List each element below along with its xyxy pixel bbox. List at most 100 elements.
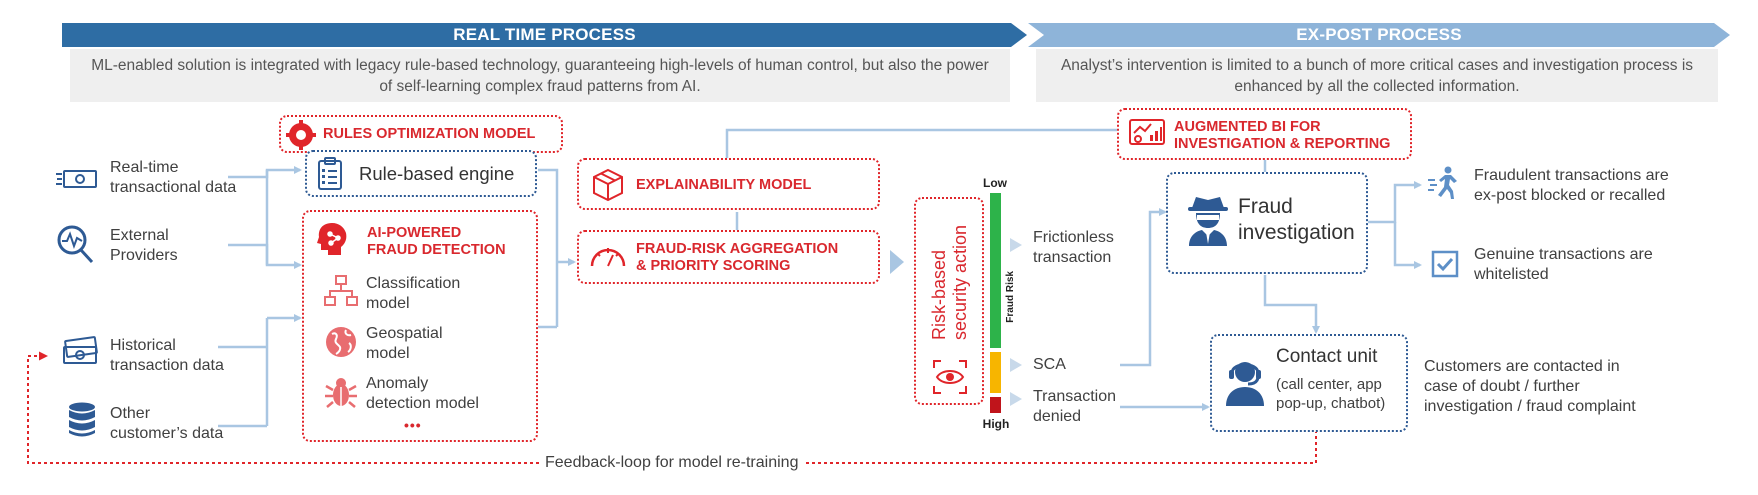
- external-providers-label: External Providers: [110, 226, 178, 266]
- historical-data-line1: Historical: [110, 337, 176, 354]
- gauge-yellow-segment: [990, 352, 1001, 393]
- realtime-data-line2: transactional data: [110, 179, 237, 196]
- real-time-title: REAL TIME PROCESS: [453, 25, 636, 44]
- denied-label: Transaction denied: [1033, 387, 1116, 427]
- money-icon: [56, 165, 98, 193]
- fraud-risk-aggregation: FRAUD-RISK AGGREGATION & PRIORITY SCORIN…: [577, 230, 880, 284]
- other-data-label: Other customer’s data: [110, 404, 223, 444]
- ex-post-process-banner: EX-POST PROCESS: [1028, 23, 1730, 47]
- genuine-line2: whitelisted: [1474, 266, 1549, 283]
- anomaly-line2: detection model: [366, 395, 479, 412]
- real-time-description-text: ML-enabled solution is integrated with l…: [91, 56, 989, 95]
- historical-data-line2: transaction data: [110, 357, 224, 374]
- augmented-bi: AUGMENTED BI FOR INVESTIGATION & REPORTI…: [1117, 108, 1412, 160]
- customers-contacted-note: Customers are contacted in case of doubt…: [1424, 357, 1636, 417]
- aggregation-label: FRAUD-RISK AGGREGATION & PRIORITY SCORIN…: [636, 241, 838, 275]
- fraud-risk-axis: Fraud Risk: [1002, 262, 1018, 332]
- other-data-line2: customer’s data: [110, 425, 224, 442]
- rules-optimization-label: RULES OPTIMIZATION MODEL: [323, 126, 536, 142]
- classification-line2: model: [366, 295, 410, 312]
- eye-scan-icon: [932, 359, 968, 400]
- customers-line2: case of doubt / further: [1424, 378, 1580, 395]
- risk-based-security-action: Risk-based security action: [914, 197, 984, 405]
- denied-line2: denied: [1033, 408, 1082, 425]
- anomaly-line1: Anomaly: [366, 375, 429, 392]
- gauge-green-segment: [990, 193, 1001, 348]
- other-data-line1: Other: [110, 405, 151, 422]
- ai-title-line2: FRAUD DETECTION: [367, 242, 506, 258]
- explainability-model: EXPLAINABILITY MODEL: [577, 158, 880, 210]
- external-providers-line2: Providers: [110, 247, 178, 264]
- ai-head-icon: [316, 222, 348, 261]
- external-providers-line1: External: [110, 227, 169, 244]
- geospatial-model-label: Geospatial model: [366, 324, 443, 364]
- aggregation-line2: & PRIORITY SCORING: [636, 258, 791, 274]
- contact-unit-channels: (call center, app pop-up, chatbot): [1276, 375, 1385, 413]
- historical-data-label: Historical transaction data: [110, 336, 224, 376]
- ai-fraud-detection: AI-POWERED FRAUD DETECTION Classificatio…: [302, 210, 538, 442]
- classification-line1: Classification: [366, 275, 461, 292]
- checklist-icon: [317, 157, 343, 196]
- geospatial-line2: model: [366, 345, 410, 362]
- checkbox-icon: [1431, 250, 1459, 283]
- anomaly-model-label: Anomaly detection model: [366, 374, 479, 414]
- augmented-line2: INVESTIGATION & REPORTING: [1174, 136, 1391, 152]
- running-person-icon: [1428, 166, 1458, 205]
- realtime-data-line1: Real-time: [110, 159, 179, 176]
- database-icon: [68, 402, 96, 438]
- risk-low-label: Low: [983, 176, 1007, 190]
- frictionless-label: Frictionless transaction: [1033, 228, 1114, 268]
- dashboard-icon: [1129, 118, 1165, 155]
- customers-line3: investigation / fraud complaint: [1424, 398, 1636, 415]
- rule-engine-label: Rule-based engine: [359, 163, 515, 184]
- rules-optimization-model: RULES OPTIMIZATION MODEL: [279, 115, 563, 153]
- hierarchy-icon: [324, 275, 358, 312]
- security-title-line2: security action: [950, 224, 970, 340]
- realtime-data-label: Real-time transactional data: [110, 158, 236, 198]
- headset-agent-icon: [1224, 356, 1266, 411]
- more-models-ellipsis: •••: [404, 417, 422, 433]
- frictionless-line2: transaction: [1033, 249, 1112, 266]
- contact-unit-title: Contact unit: [1276, 346, 1378, 367]
- ai-title-line1: AI-POWERED: [367, 225, 462, 241]
- globe-icon: [324, 325, 358, 364]
- fraudulent-line2: ex-post blocked or recalled: [1474, 187, 1666, 204]
- fraud-investigation: Fraud investigation: [1166, 172, 1368, 274]
- augmented-line1: AUGMENTED BI FOR: [1174, 119, 1321, 135]
- genuine-outcome: Genuine transactions are whitelisted: [1474, 245, 1653, 285]
- genuine-line1: Genuine transactions are: [1474, 246, 1653, 263]
- contact-channels-line2: pop-up, chatbot): [1276, 395, 1386, 412]
- ai-title: AI-POWERED FRAUD DETECTION: [367, 225, 506, 259]
- sca-label: SCA: [1033, 356, 1066, 373]
- ex-post-description: Analyst’s intervention is limited to a b…: [1036, 49, 1718, 102]
- risk-high-label: High: [982, 417, 1010, 431]
- fraud-investigation-line2: investigation: [1238, 221, 1355, 244]
- fraudulent-line1: Fraudulent transactions are: [1474, 167, 1669, 184]
- history-money-icon: [62, 335, 102, 367]
- ex-post-description-text: Analyst’s intervention is limited to a b…: [1060, 56, 1694, 95]
- fraud-investigation-line1: Fraud: [1238, 195, 1293, 218]
- denied-line1: Transaction: [1033, 388, 1116, 405]
- ex-post-title: EX-POST PROCESS: [1296, 25, 1462, 44]
- real-time-process-banner: REAL TIME PROCESS: [62, 23, 1027, 47]
- contact-unit: Contact unit (call center, app pop-up, c…: [1210, 334, 1408, 432]
- gear-brain-icon: [286, 120, 316, 155]
- box-icon: [591, 168, 625, 207]
- explainability-label: EXPLAINABILITY MODEL: [636, 177, 812, 193]
- fraud-risk-label: Fraud Risk: [1004, 271, 1016, 323]
- magnifier-pulse-icon: [56, 224, 96, 266]
- augmented-bi-label: AUGMENTED BI FOR INVESTIGATION & REPORTI…: [1174, 119, 1390, 153]
- customers-line1: Customers are contacted in: [1424, 358, 1620, 375]
- frictionless-line1: Frictionless: [1033, 229, 1114, 246]
- feedback-loop-label: Feedback-loop for model re-training: [540, 453, 804, 473]
- rule-based-engine: Rule-based engine: [305, 150, 537, 197]
- contact-channels-line1: (call center, app: [1276, 376, 1382, 393]
- gauge-icon: [589, 242, 627, 275]
- spy-icon: [1186, 194, 1230, 251]
- fraudulent-outcome: Fraudulent transactions are ex-post bloc…: [1474, 166, 1669, 206]
- bug-icon: [324, 375, 358, 414]
- classification-model-label: Classification model: [366, 274, 460, 314]
- gauge-red-segment: [990, 397, 1001, 413]
- fraud-investigation-label: Fraud investigation: [1238, 194, 1355, 246]
